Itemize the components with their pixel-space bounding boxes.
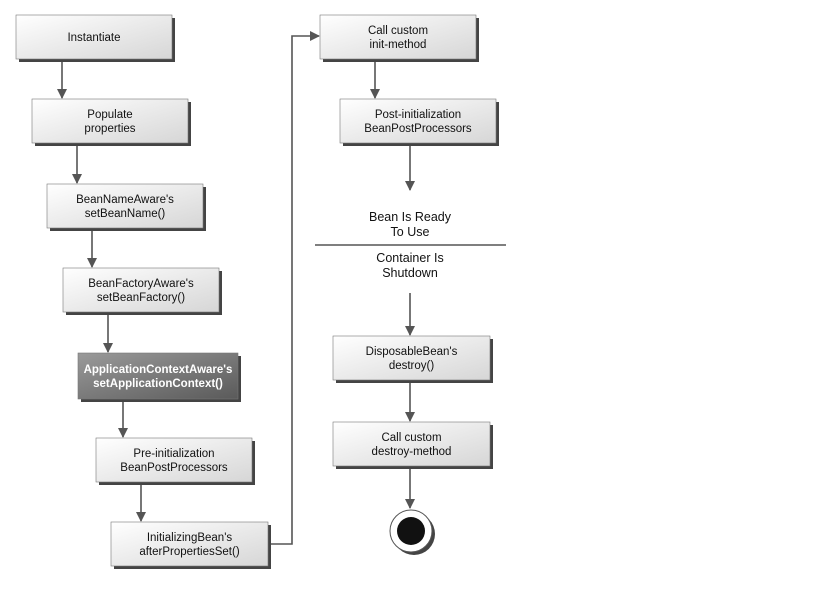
step-label: destroy-method <box>372 446 452 458</box>
step-label: BeanNameAware's <box>76 194 174 206</box>
step-box-application-context-aware: ApplicationContextAware's setApplicationC… <box>77 352 241 402</box>
step-label: Populate <box>87 109 132 121</box>
step-box-call-custom-init: Call custom init-method <box>319 14 479 62</box>
box-rect <box>110 521 269 567</box>
step-label: BeanPostProcessors <box>120 462 228 474</box>
step-label: properties <box>84 123 135 135</box>
step-label: init-method <box>370 39 427 51</box>
box-rect <box>95 437 253 483</box>
state-label-shutdown: Container Is <box>376 251 443 265</box>
step-label: ApplicationContextAware's <box>84 364 233 376</box>
step-label: setApplicationContext() <box>93 378 223 390</box>
step-label: setBeanName() <box>85 208 166 220</box>
connectors <box>57 31 415 545</box>
box-rect <box>15 14 173 60</box>
step-box-bean-factory-aware: BeanFactoryAware's setBeanFactory() <box>62 267 222 315</box>
state-label-shutdown: Shutdown <box>382 266 438 280</box>
step-label: BeanPostProcessors <box>364 123 472 135</box>
step-label: afterPropertiesSet() <box>139 546 240 558</box>
step-label: destroy() <box>389 360 435 372</box>
step-label: Call custom <box>381 432 441 444</box>
box-rect <box>332 421 491 467</box>
state-label-ready: Bean Is Ready <box>369 210 452 224</box>
step-label: Call custom <box>368 25 428 37</box>
box-rect <box>319 14 477 60</box>
step-box-initializing-bean: InitializingBean's afterPropertiesSet() <box>110 521 271 569</box>
step-box-disposable-bean: DisposableBean's destroy() <box>332 335 493 383</box>
step-label: Instantiate <box>67 32 120 44</box>
box-rect <box>77 352 239 400</box>
step-label: BeanFactoryAware's <box>88 278 194 290</box>
box-rect <box>339 98 497 144</box>
step-label: Post-initialization <box>375 109 461 121</box>
box-rect <box>62 267 220 313</box>
box-rect <box>31 98 189 144</box>
step-box-bean-name-aware: BeanNameAware's setBeanName() <box>46 183 206 231</box>
box-rect <box>46 183 204 229</box>
step-box-call-custom-destroy: Call custom destroy-method <box>332 421 493 469</box>
end-node-inner <box>397 517 425 545</box>
state-label-ready: To Use <box>391 225 430 239</box>
step-label: InitializingBean's <box>147 532 233 544</box>
box-rect <box>332 335 491 381</box>
step-label: setBeanFactory() <box>97 292 185 304</box>
arrow-initializingbean-to-custom-init <box>268 31 320 545</box>
step-label: Pre-initialization <box>133 448 214 460</box>
step-label: DisposableBean's <box>366 346 458 358</box>
step-box-populate-properties: Populate properties <box>31 98 191 146</box>
end-node <box>389 509 435 555</box>
step-box-instantiate: Instantiate <box>15 14 175 62</box>
